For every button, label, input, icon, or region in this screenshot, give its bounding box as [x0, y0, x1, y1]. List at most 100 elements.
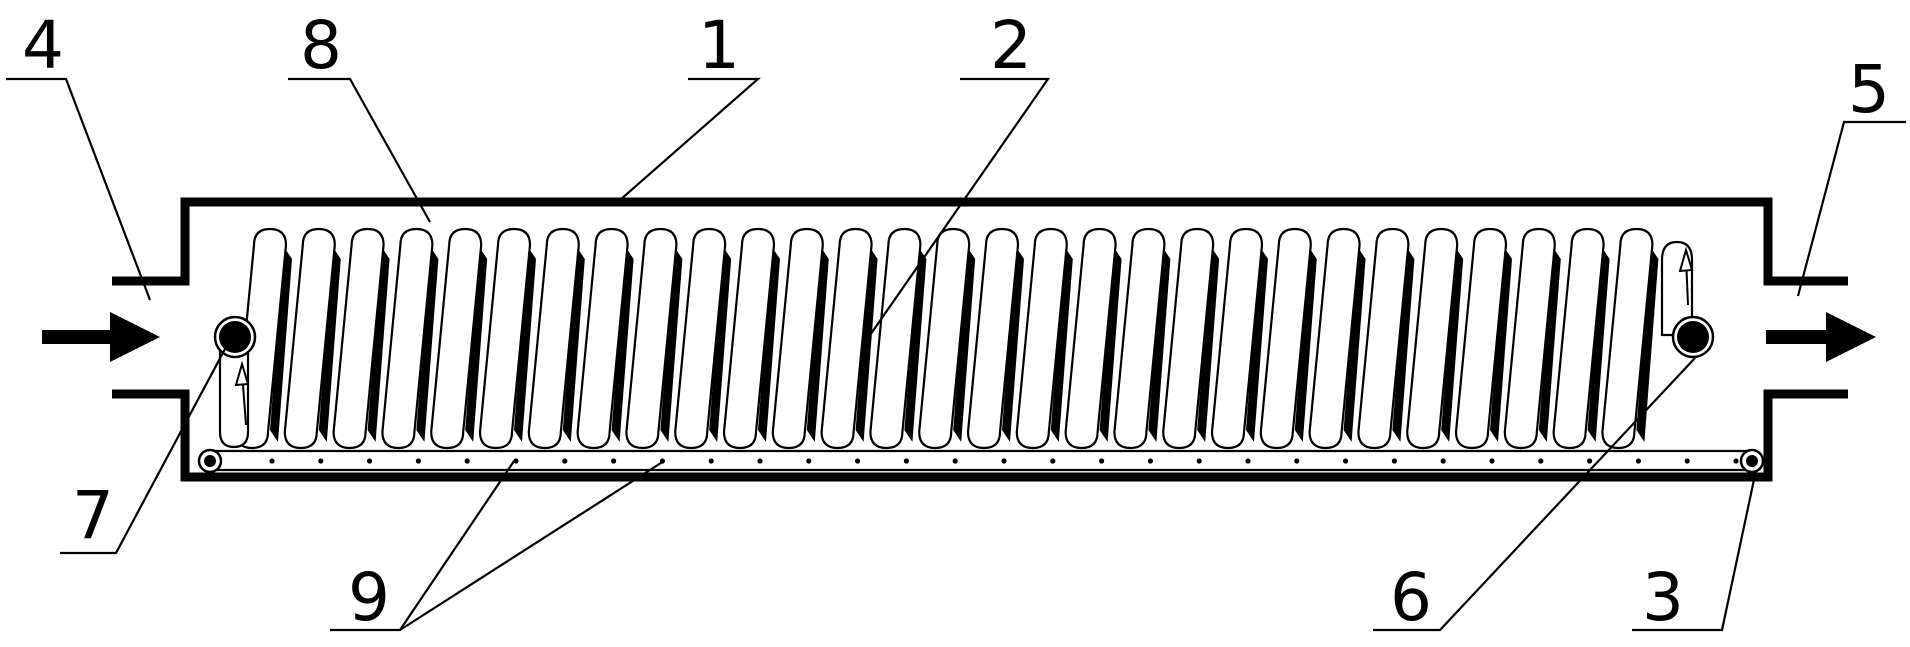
coil-turn — [576, 227, 629, 450]
coil-turn — [722, 227, 776, 450]
leader-lines — [6, 77, 1906, 632]
tray-dot — [903, 458, 910, 464]
label-6: 6 — [1390, 559, 1432, 636]
coil-turn — [1406, 227, 1459, 450]
coil-turn-back — [1490, 247, 1512, 442]
leader-5 — [1796, 120, 1906, 297]
coil-turn-back — [1343, 247, 1366, 442]
tray-dot — [1343, 458, 1349, 464]
tray-dot — [1196, 458, 1202, 464]
coil-end-left — [218, 350, 250, 449]
coil-turn-back — [318, 247, 341, 442]
label-9: 9 — [348, 559, 390, 636]
coil-turn-back — [367, 247, 390, 442]
coil-turn — [1015, 227, 1068, 450]
coil-turn-back — [1197, 247, 1220, 442]
tray-dot — [269, 458, 275, 464]
leader-8 — [288, 77, 431, 223]
tray-dot — [367, 458, 373, 464]
coil-turn — [820, 227, 873, 450]
tray-dot — [1587, 458, 1593, 464]
coil-turn-back — [660, 247, 683, 442]
coil-turn — [771, 227, 824, 450]
coil-turn-back — [1392, 247, 1415, 442]
coil-turn-back — [1441, 247, 1464, 442]
coil-end-right — [1660, 240, 1694, 337]
coil-turn — [1552, 227, 1605, 450]
tray-dot — [318, 458, 324, 464]
right-pipe-end — [1671, 315, 1715, 359]
coil-turn-back — [1050, 247, 1073, 442]
right-roller — [1739, 448, 1765, 474]
coil-turn-back — [514, 247, 536, 442]
coil-turn-back — [1246, 247, 1268, 442]
tray-dot — [1489, 458, 1495, 464]
tray-dot — [1099, 458, 1105, 464]
coil-turn — [1308, 227, 1361, 450]
tray-dots — [269, 458, 1739, 464]
coil-turn-back — [904, 247, 927, 442]
tray-dot — [562, 458, 568, 464]
leader-7 — [60, 348, 226, 555]
tray-dot — [1733, 458, 1739, 464]
coil-turn-back — [1002, 247, 1024, 442]
tray-dot — [1538, 458, 1544, 464]
label-1: 1 — [698, 7, 740, 84]
coil-turn-back — [465, 247, 488, 442]
tray-dot — [1440, 458, 1446, 464]
coil-turn — [1113, 227, 1166, 450]
coil-turn — [1601, 227, 1654, 450]
tray-dot — [1635, 458, 1641, 464]
leader-2 — [867, 77, 1051, 339]
tray-dot — [1147, 458, 1153, 464]
coil-turn-back — [416, 247, 439, 442]
leader-3 — [1632, 474, 1757, 632]
housing-bottom-wall — [112, 389, 1848, 482]
part-labels: 1 2 3 4 5 6 7 8 9 — [22, 7, 1890, 636]
coil-turn — [332, 227, 385, 450]
tray-dot — [415, 458, 421, 464]
label-7: 7 — [72, 477, 114, 554]
coil-turn — [1259, 227, 1312, 450]
bottom-tray — [197, 448, 1765, 474]
leader-1 — [619, 77, 761, 201]
coil-turn-back — [806, 247, 829, 442]
left-roller — [197, 448, 223, 474]
tray-dot — [757, 458, 763, 464]
tray-dot — [1684, 458, 1690, 464]
coil-turn-back — [709, 247, 732, 442]
leader-6 — [1373, 357, 1696, 632]
coil-turn — [283, 227, 336, 450]
label-8: 8 — [300, 7, 342, 84]
tray-dot — [708, 458, 714, 464]
label-3: 3 — [1642, 559, 1684, 636]
coil-turn — [430, 227, 483, 450]
coil-turn-back — [953, 247, 976, 442]
tray-dot — [1245, 458, 1251, 464]
coil-turn — [527, 227, 580, 450]
coil-turn-back — [1148, 247, 1171, 442]
coil-turn — [1503, 227, 1556, 450]
label-5: 5 — [1848, 51, 1890, 128]
coil-turn-back — [1538, 247, 1561, 442]
coil-turn-back — [562, 247, 585, 442]
housing-shell — [112, 197, 1848, 482]
coil-turn-back — [1099, 247, 1122, 442]
outlet-arrow — [1766, 312, 1876, 362]
tray-dot — [952, 458, 958, 464]
coil-turn-back — [270, 247, 292, 442]
tray-dot — [1294, 458, 1300, 464]
tray-dot — [611, 458, 617, 464]
coil-turn-back — [611, 247, 634, 442]
coil-turn-back — [1587, 247, 1610, 442]
tray-dot — [1050, 458, 1056, 464]
leader-4 — [6, 77, 152, 301]
coil-turn — [381, 227, 434, 450]
tray-dot — [464, 458, 470, 464]
label-4: 4 — [22, 7, 64, 84]
coil-turn-back — [1294, 247, 1317, 442]
coil-turn — [1064, 227, 1117, 450]
coil-turn — [625, 227, 678, 450]
coil-turn — [1162, 227, 1215, 450]
spiral-coil — [234, 227, 1659, 450]
